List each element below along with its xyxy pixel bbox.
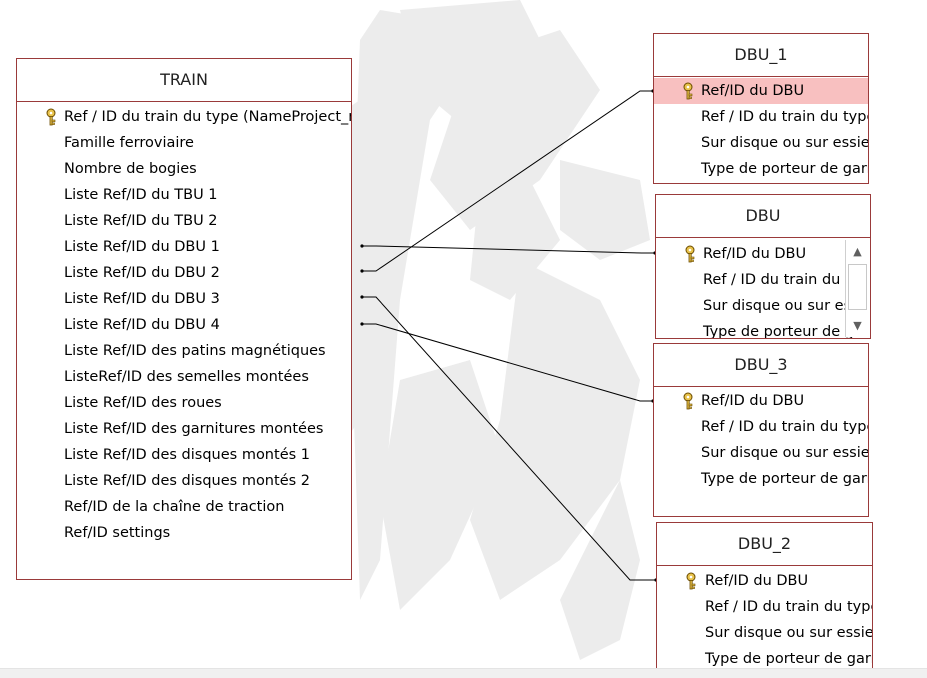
field-label: Ref / ID du train du type [701,109,868,125]
field-label: Liste Ref/ID du TBU 1 [64,187,218,203]
table-title-dbu-2[interactable]: DBU_2 [657,523,872,566]
field-row[interactable]: Ref/ID de la chaîne de traction [17,494,351,520]
field-label: ListeRef/ID des semelles montées [64,369,309,385]
primary-key-field[interactable]: Ref/ID du DBU [654,78,868,104]
table-title-train[interactable]: TRAIN [17,59,351,102]
key-icon [682,392,696,410]
table-dbu-1[interactable]: DBU_1 Ref/ID du DBU Ref / ID du train du … [653,33,869,184]
field-row[interactable]: Liste Ref/ID du DBU 2 [17,260,351,286]
field-label: Type de porteur de garn [705,651,872,667]
field-label: Liste Ref/ID des patins magnétiques [64,343,326,359]
key-icon [682,82,696,100]
table-field-list-dbu: Ref/ID du DBU Ref / ID du train du t Sur d… [656,238,870,339]
key-icon [685,572,699,590]
field-label: Liste Ref/ID des garnitures montées [64,421,324,437]
field-label: Liste Ref/ID des roues [64,395,222,411]
field-label: Ref/ID settings [64,525,171,541]
key-icon [684,245,698,263]
field-label: Liste Ref/ID du DBU 3 [64,291,220,307]
field-label: Sur disque ou sur essieu [701,135,868,151]
field-label: Ref / ID du train du type (NameProject_n… [64,109,351,125]
field-row[interactable]: ListeRef/ID des semelles montées [17,364,351,390]
field-label: Liste Ref/ID du DBU 1 [64,239,220,255]
primary-key-field[interactable]: Ref/ID du DBU [657,568,872,594]
table-title-dbu-1[interactable]: DBU_1 [654,34,868,77]
field-label: Sur disque ou sur essieu [705,625,872,641]
field-row[interactable]: Type de porteur de garn [654,156,868,182]
field-row[interactable]: Liste Ref/ID des patins magnétiques [17,338,351,364]
field-row[interactable]: Liste Ref/ID du TBU 2 [17,208,351,234]
field-label: Type de porteur de g [703,324,854,339]
relationship-line-dbu4-dbu3 [362,323,653,402]
scroll-down-arrow-icon[interactable]: ▼ [853,318,862,332]
field-label: Ref / ID du train du t [703,272,851,288]
field-row[interactable]: Liste Ref/ID des roues [17,390,351,416]
relationship-line-dbu3-dbu2 [362,296,656,581]
field-row[interactable]: Ref/ID settings [17,520,351,546]
table-title-dbu-3[interactable]: DBU_3 [654,344,868,387]
table-dbu-2[interactable]: DBU_2 Ref/ID du DBU Ref / ID du train du … [656,522,873,674]
field-row[interactable]: Liste Ref/ID du DBU 1 [17,234,351,260]
key-icon [45,108,59,126]
primary-key-field[interactable]: Ref / ID du train du type (NameProject_n… [17,104,351,130]
table-dbu[interactable]: DBU Ref/ID du DBU Ref / ID du train du t S… [655,194,871,339]
table-field-list-train: Ref / ID du train du type (NameProject_n… [17,102,351,546]
field-label: Sur disque ou sur essieu [701,445,868,461]
field-label: Ref/ID du DBU [701,83,805,99]
field-label: Liste Ref/ID du TBU 2 [64,213,218,229]
field-label: Liste Ref/ID du DBU 4 [64,317,220,333]
field-row[interactable]: Liste Ref/ID des disques montés 2 [17,468,351,494]
scrollbar-thumb[interactable] [848,264,867,310]
field-label: Ref / ID du train du type [705,599,872,615]
primary-key-field[interactable]: Ref/ID du DBU [654,388,868,414]
field-row[interactable]: Type de porteur de garn [657,646,872,672]
scroll-up-arrow-icon[interactable]: ▲ [853,244,862,258]
field-label: Famille ferroviaire [64,135,194,151]
field-label: Liste Ref/ID du DBU 2 [64,265,220,281]
field-label: Ref / ID du train du type [701,419,868,435]
table-dbu-3[interactable]: DBU_3 Ref/ID du DBU Ref / ID du train du … [653,343,869,517]
field-row[interactable]: Liste Ref/ID du DBU 3 [17,286,351,312]
field-label: Liste Ref/ID des disques montés 1 [64,447,310,463]
field-label: Type de porteur de garn [701,471,868,487]
field-row[interactable]: Sur disque ou sur essieu [654,440,868,466]
field-row[interactable]: Ref / ID du train du type [654,104,868,130]
field-label: Ref/ID du DBU [703,246,807,262]
primary-key-field[interactable]: Ref/ID du DBU [656,241,870,267]
field-row[interactable]: Ref / ID du train du t [656,267,870,293]
field-row[interactable]: Sur disque ou sur essieu [654,130,868,156]
field-row[interactable]: Type de porteur de g [656,319,870,339]
field-row[interactable]: Ref / ID du train du type [657,594,872,620]
field-row[interactable]: Sur disque ou sur essieu [657,620,872,646]
field-label: Ref/ID du DBU [705,573,809,589]
table-title-dbu[interactable]: DBU [656,195,870,238]
relationship-line-dbu2-dbu1 [362,90,653,272]
field-label: Ref/ID du DBU [701,393,805,409]
field-label: Nombre de bogies [64,161,197,177]
status-strip [0,668,927,678]
table-dbu-scrollbar[interactable]: ▲ ▼ [845,240,870,337]
field-row[interactable]: Liste Ref/ID des garnitures montées [17,416,351,442]
field-row[interactable]: Liste Ref/ID du TBU 1 [17,182,351,208]
field-row[interactable]: Famille ferroviaire [17,130,351,156]
field-row[interactable]: Liste Ref/ID des disques montés 1 [17,442,351,468]
field-label: Ref/ID de la chaîne de traction [64,499,285,515]
field-row[interactable]: Nombre de bogies [17,156,351,182]
field-label: Sur disque ou sur es [703,298,852,314]
field-row[interactable]: Type de porteur de garn [654,466,868,492]
field-row[interactable]: Liste Ref/ID du DBU 4 [17,312,351,338]
relationship-line-dbu1-dbu [362,245,655,254]
table-train[interactable]: TRAIN Ref / ID du train du type (NamePro… [16,58,352,580]
field-row[interactable]: Ref / ID du train du type [654,414,868,440]
field-label: Liste Ref/ID des disques montés 2 [64,473,310,489]
field-label: Type de porteur de garn [701,161,868,177]
field-row[interactable]: Sur disque ou sur es [656,293,870,319]
